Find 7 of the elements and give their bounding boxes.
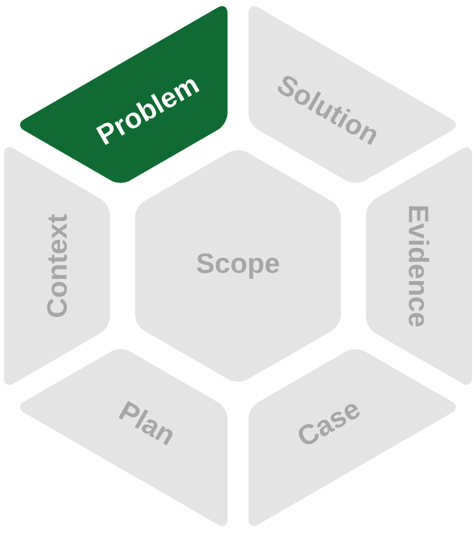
node-label: Evidence	[408, 206, 430, 327]
node-label: Context	[47, 214, 67, 317]
hexagon-segment: Case	[248, 349, 456, 526]
hexagon-segment: Context	[4, 147, 110, 385]
hexagon-segment: Plan	[20, 349, 228, 526]
hexagon-segment: Evidence	[366, 147, 472, 385]
center-hexagon: Scope	[135, 150, 341, 382]
